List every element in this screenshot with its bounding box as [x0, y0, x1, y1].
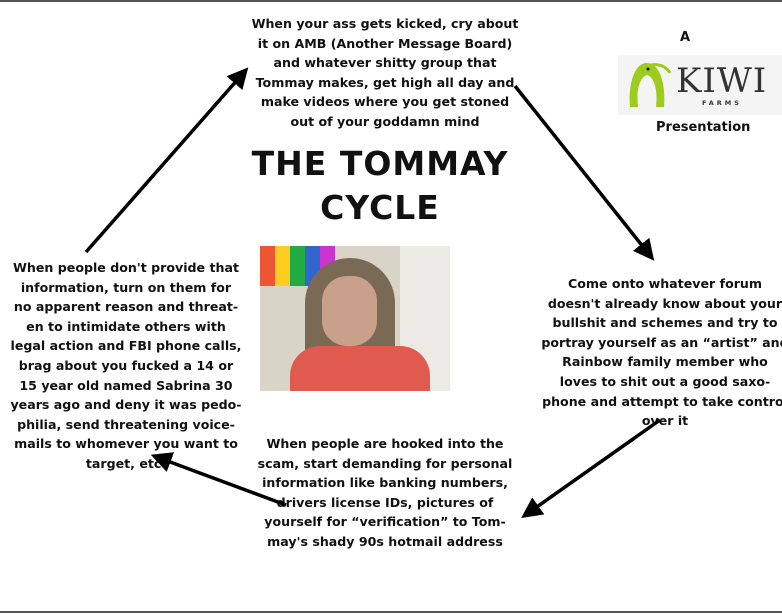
step-left-line: en to intimidate others with [26, 318, 226, 334]
arrow-right-to-bottom [521, 418, 662, 519]
arrow-bottom-to-left [150, 452, 287, 507]
step-right-line: loves to shit out a good saxo- [559, 373, 771, 389]
step-left-line: 15 year old named Sabrina 30 [19, 377, 233, 393]
step-left-line: information, turn on them for [20, 279, 232, 295]
step-left-line: mails to whomever you want to [14, 436, 238, 452]
step-left-line: philia, send threatening voice- [17, 416, 235, 432]
step-left-line: legal action and FBI phone calls, [10, 338, 242, 354]
person-face [322, 276, 377, 346]
arrow-top-to-right [513, 84, 655, 261]
kiwi-farms-logo: KIWI FARMS [618, 55, 782, 115]
title-line-2: CYCLE [320, 188, 440, 227]
step-left-line: target, etc. [85, 455, 167, 471]
person-shirt [290, 346, 430, 391]
logo-prefix: A [680, 30, 691, 45]
step-right-line: phone and attempt to take control [542, 393, 782, 409]
step-left-line: When people don't provide that [13, 260, 239, 275]
frame-bottom-border [0, 611, 782, 613]
step-bottom-line: information like banking numbers, [262, 475, 508, 491]
step-bottom-text: When people are hooked into the scam, sta… [230, 434, 540, 552]
step-right-text: Come onto whatever forum doesn't already … [540, 274, 782, 431]
logo-suffix: Presentation [656, 120, 751, 135]
step-left-line: no apparent reason and threat- [13, 299, 239, 315]
step-left-text: When people don't provide that informatio… [0, 258, 252, 474]
step-right-line: portray yourself as an “artist” and [541, 334, 782, 350]
center-photo [260, 246, 450, 391]
logo-subname: FARMS [702, 99, 742, 107]
step-right-line: doesn't already know about your [547, 295, 782, 311]
step-top-line: make videos where you get stoned [260, 94, 510, 110]
title-line-1: THE TOMMAY [251, 144, 509, 183]
step-top-line: When your ass gets kicked, cry about [251, 16, 519, 31]
kiwi-bird-icon [629, 63, 672, 107]
step-right-line: Rainbow family member who [562, 354, 768, 370]
step-right-line: bullshit and schemes and try to [552, 315, 778, 331]
diagram-title: THE TOMMAY CYCLE [230, 142, 530, 230]
frame-top-border [0, 0, 782, 2]
arrow-left-to-top [84, 67, 249, 254]
step-left-line: years ago and deny it was pedo- [10, 397, 242, 413]
logo-name: KIWI [676, 61, 768, 101]
step-right-line: Come onto whatever forum [567, 276, 763, 291]
step-top-line: out of your goddamn mind [290, 113, 480, 129]
step-bottom-line: When people are hooked into the [266, 436, 504, 451]
step-bottom-line: may's shady 90s hotmail address [267, 533, 503, 549]
step-bottom-line: drivers license IDs, pictures of [276, 494, 494, 510]
step-left-line: brag about you fucked a 14 or [18, 357, 234, 373]
step-top-text: When your ass gets kicked, cry about it o… [210, 14, 560, 132]
step-top-line: and whatever shitty group that [273, 55, 497, 71]
step-top-line: Tommay makes, get high all day and [255, 74, 515, 90]
step-bottom-line: scam, start demanding for personal [257, 455, 513, 471]
step-top-line: it on AMB (Another Message Board) [257, 35, 513, 51]
step-bottom-line: yourself for “verification” to Tom- [264, 514, 506, 530]
